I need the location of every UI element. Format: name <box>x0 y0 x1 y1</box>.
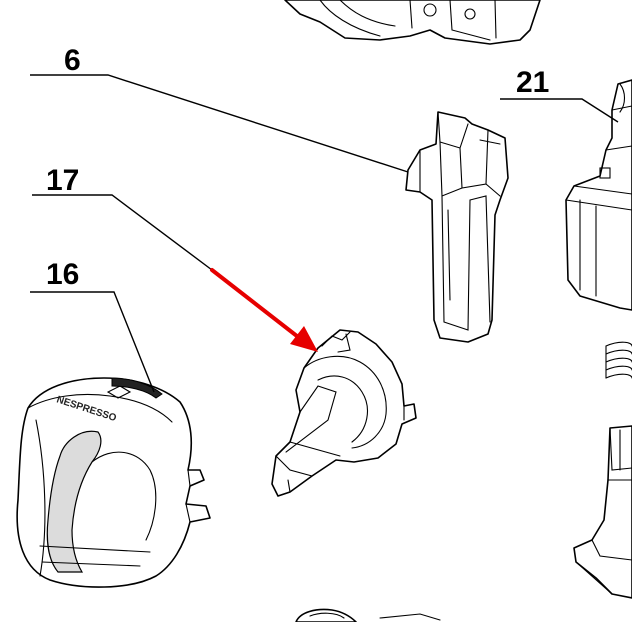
part-6-bracket <box>405 111 509 343</box>
arrow-head-icon <box>290 326 318 352</box>
spring-part <box>605 341 632 379</box>
callout-6-number: 6 <box>64 44 81 77</box>
callout-17: 17 <box>32 164 213 271</box>
callout-17-number: 17 <box>46 164 79 197</box>
callout-6: 6 <box>30 44 409 173</box>
highlight-arrow <box>210 268 318 352</box>
top-assembly-part <box>284 0 541 45</box>
valve-part <box>573 425 632 599</box>
callout-6-leader-line <box>30 74 409 173</box>
callout-21-leader-line <box>500 98 619 123</box>
callout-21: 21 <box>500 66 619 123</box>
part-16-knob: NESPRESSO <box>16 377 211 588</box>
callout-21-number: 21 <box>516 66 549 99</box>
callout-16-leader-line <box>30 291 155 393</box>
part-21-pump <box>565 79 632 311</box>
callout-16-number: 16 <box>46 258 79 291</box>
callout-17-leader-line <box>32 194 213 271</box>
bottom-partial-part <box>295 608 441 622</box>
callout-16: 16 <box>30 258 155 393</box>
part-17-lever <box>271 329 417 497</box>
